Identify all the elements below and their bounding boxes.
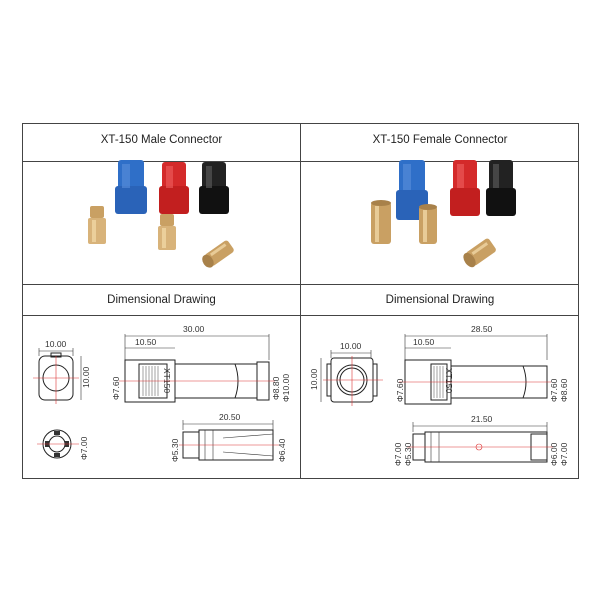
gold-socket-image <box>463 238 496 268</box>
male-dia-7-60-label: Φ7.60 <box>111 376 121 400</box>
male-connector-title: XT-150 Male Connector <box>100 134 223 146</box>
red-housing-image <box>450 160 480 216</box>
male-housing-length-label: 10.50 <box>135 337 157 347</box>
female-front-height-label: 10.00 <box>309 368 319 390</box>
male-dimensional-drawing: 10.00 10.00 30.00 10.50 XT150 <box>33 324 291 462</box>
female-housing-length-label: 10.50 <box>413 337 435 347</box>
female-pin-dia-6-00-label: Φ6.00 <box>549 442 559 466</box>
female-pin-dia-7-00-label: Φ7.00 <box>393 442 403 466</box>
gold-pin-image <box>202 240 234 268</box>
male-dia-10-00-label: Φ10.00 <box>281 374 291 402</box>
male-connector-photo <box>88 160 234 268</box>
male-pin-dia-5-30-label: Φ5.30 <box>170 438 180 462</box>
photo-row-divider <box>23 284 578 285</box>
female-dia-7-60-label: Φ7.60 <box>395 378 405 402</box>
male-pin-dia-6-40-label: Φ6.40 <box>277 438 287 462</box>
female-drawing-title: Dimensional Drawing <box>385 294 495 306</box>
female-dia-7-60b-label: Φ7.60 <box>549 378 559 402</box>
gold-pin-image <box>158 214 176 250</box>
female-front-view: 10.00 10.00 <box>309 341 383 406</box>
connector-spec-sheet: XT-150 Male Connector XT-150 Female Conn… <box>22 123 579 479</box>
male-dia-8-80-label: Φ8.80 <box>271 376 281 400</box>
male-pin-end-view: Φ7.00 <box>37 429 89 460</box>
female-housing-mark: XT150 <box>444 368 454 393</box>
female-pin-length-label: 21.50 <box>471 414 493 424</box>
male-pin-side-view: 20.50 Φ5.30 Φ6.40 <box>170 412 287 462</box>
male-front-view: 10.00 10.00 <box>33 339 91 404</box>
female-front-width-label: 10.00 <box>340 341 362 351</box>
drawing-title-divider <box>23 315 578 316</box>
male-pin-dia-7-00-label: Φ7.00 <box>79 436 89 460</box>
gold-pin-image <box>88 206 106 244</box>
female-socket-side-view: 21.50 Φ7.00 Φ5.30 Φ6.00 Φ7.00 <box>393 414 569 466</box>
female-side-view: 28.50 10.50 XT150 Φ7.60 Φ7.60 Φ8.60 <box>395 324 569 405</box>
column-divider <box>300 124 301 478</box>
female-dia-8-60-label: Φ8.60 <box>559 378 569 402</box>
female-dimensional-drawing: 10.00 10.00 28.50 10.50 XT150 <box>309 324 569 466</box>
male-drawing-title: Dimensional Drawing <box>107 294 216 306</box>
black-housing-image <box>486 160 516 216</box>
female-pin-dia-7-00b-label: Φ7.00 <box>559 442 569 466</box>
male-total-length-label: 30.00 <box>183 324 205 334</box>
female-connector-title: XT-150 Female Connector <box>372 134 508 146</box>
male-front-width-label: 10.00 <box>45 339 67 349</box>
male-pin-length-label: 20.50 <box>219 412 241 422</box>
male-housing-mark: XT150 <box>162 368 172 393</box>
title-row-divider <box>23 161 578 162</box>
gold-socket-image <box>419 204 437 244</box>
male-side-view: 30.00 10.50 XT150 Φ7.60 Φ8.80 Φ10.00 <box>111 324 291 403</box>
blue-housing-image <box>115 160 147 214</box>
female-pin-dia-5-30-label: Φ5.30 <box>403 442 413 466</box>
red-housing-image <box>159 162 189 214</box>
female-total-length-label: 28.50 <box>471 324 493 334</box>
male-front-height-label: 10.00 <box>81 366 91 388</box>
black-housing-image <box>199 162 229 214</box>
female-connector-photo <box>371 160 516 268</box>
gold-socket-image <box>371 200 391 244</box>
